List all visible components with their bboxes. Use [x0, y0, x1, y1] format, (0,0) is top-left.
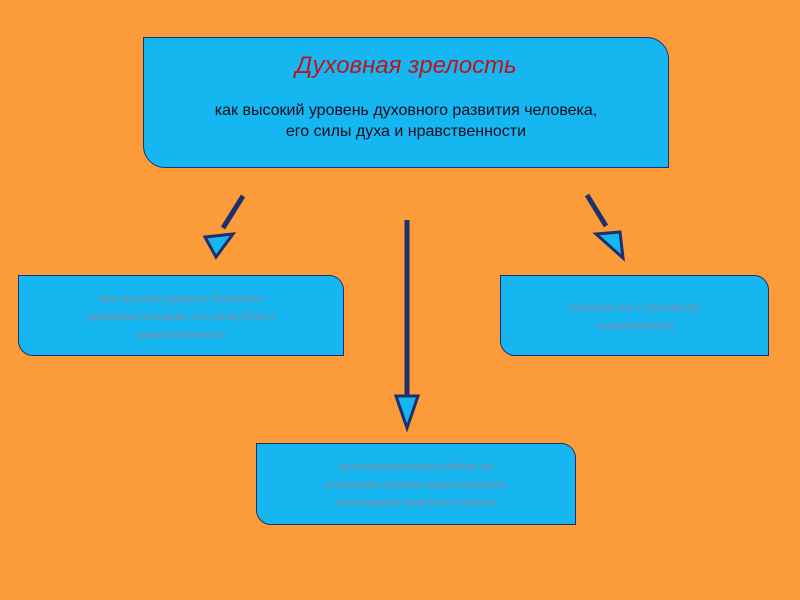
main-subtitle-line: его силы духа и нравственности — [285, 123, 527, 140]
left-box-line: нравственности — [136, 326, 226, 341]
arrow-right — [584, 193, 625, 262]
main-concept-box: Духовная зрелость как высокий уровень ду… — [143, 37, 669, 168]
left-box-line: развития человека, его силы духа и — [87, 308, 275, 323]
main-title: Духовная зрелость — [295, 52, 517, 79]
left-box-line: как высокий уровень духовного — [99, 290, 263, 305]
right-box-line: готовность к духовному — [569, 299, 700, 314]
arrow-left — [202, 194, 246, 260]
main-subtitle-line: как высокий уровень духовного развития ч… — [214, 102, 598, 119]
right-concept-box: готовность к духовному саморазвитию — [500, 275, 769, 356]
bottom-concept-box: целенаправленная работа по развитию духо… — [256, 443, 576, 525]
bottom-box-line: потенциала каждого ученика — [336, 495, 496, 509]
left-concept-box: как высокий уровень духовного развития ч… — [18, 275, 344, 356]
bottom-box-line: развитию духовно-нравственного — [325, 477, 507, 491]
right-box-line: саморазвитию — [595, 317, 674, 332]
main-subtitle: как высокий уровень духовного развития ч… — [154, 100, 658, 142]
bottom-box-line: целенаправленная работа по — [338, 459, 494, 473]
arrow-center — [393, 220, 421, 433]
